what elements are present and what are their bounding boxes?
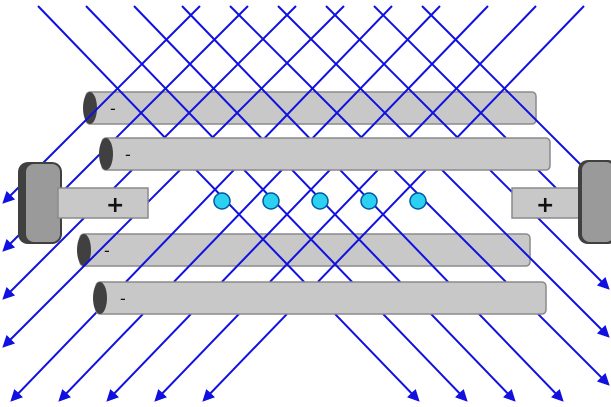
trapped-ion	[262, 192, 280, 210]
trapped-ion	[213, 192, 231, 210]
laser-beam-down-left	[154, 5, 537, 402]
endcap-right-charge-label: +	[536, 193, 554, 218]
endcap-left-charge-label: +	[106, 193, 124, 218]
laser-beam-down-left	[106, 5, 489, 402]
laser-beam-down-right	[277, 5, 610, 338]
trapped-ion	[409, 192, 427, 210]
trapped-ion	[311, 192, 329, 210]
laser-beam-down-left	[2, 5, 345, 348]
laser-beams	[2, 5, 610, 402]
trapped-ion	[360, 192, 378, 210]
rod-bottom-front-charge-label: -	[120, 289, 126, 308]
rod-top-front-charge-label: -	[125, 145, 131, 164]
laser-beam-down-left	[10, 5, 393, 402]
endcap-right: +	[511, 160, 611, 244]
rod-top-back: -	[83, 91, 537, 125]
ion-chain	[213, 192, 427, 210]
rod-bottom-front: -	[93, 281, 547, 315]
laser-beam-down-left	[58, 5, 441, 402]
laser-beam-down-left	[202, 5, 585, 402]
rod-bottom-back-charge-label: -	[104, 241, 110, 260]
laser-beam-down-right	[421, 5, 610, 194]
rod-top-back-charge-label: -	[110, 99, 116, 118]
rod-top-front: -	[99, 137, 551, 171]
endcap-left: +	[18, 162, 149, 244]
